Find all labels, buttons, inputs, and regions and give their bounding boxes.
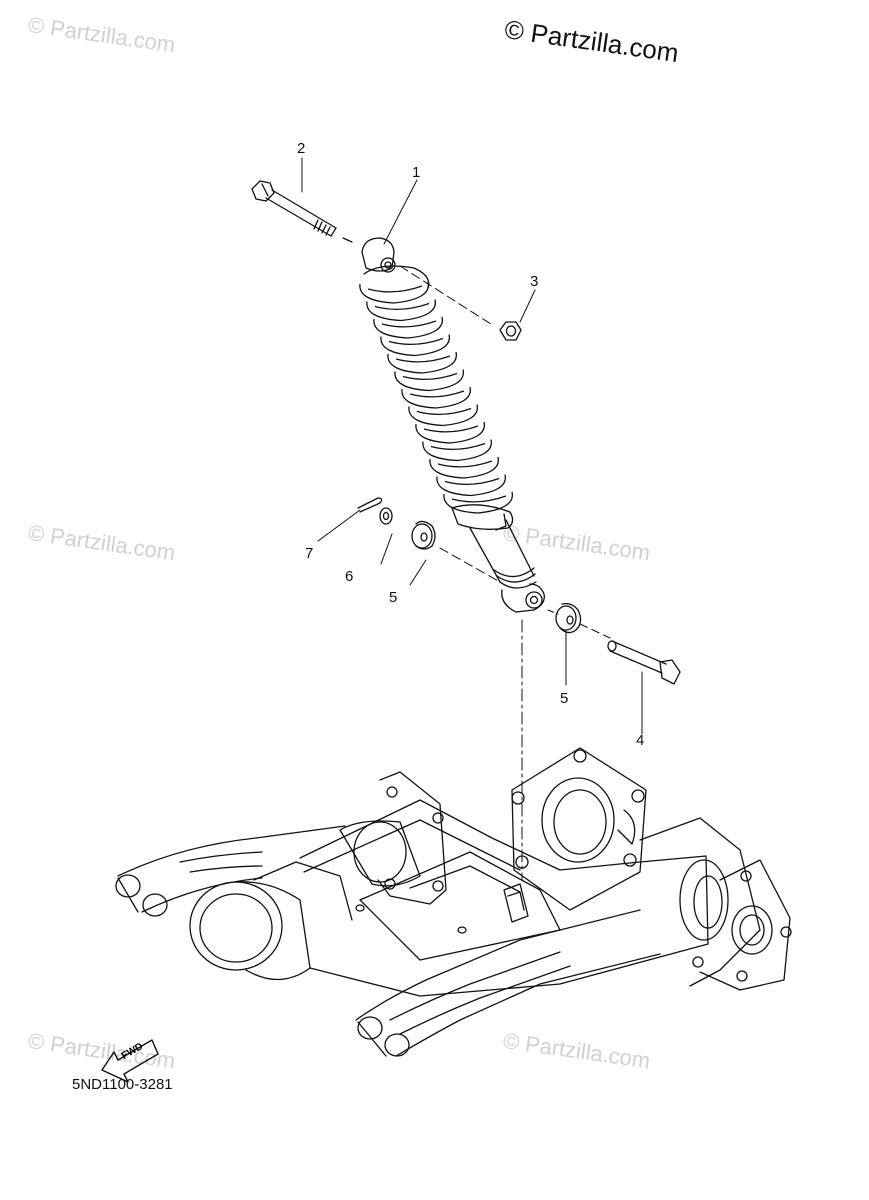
cotter-pin-part-7 [357,497,383,513]
spring-coil-inner [444,477,500,486]
spring-coil [408,404,478,427]
callout-5-right: 5 [560,690,569,707]
leader-lines [301,157,643,881]
spring-coil-inner [374,302,430,311]
callout-3: 3 [530,273,539,290]
spring-coil [436,474,506,497]
spring-coil [366,299,436,322]
spring-coil-inner [402,372,458,381]
spring-coil-inner [395,355,451,363]
spring-coil [443,491,513,514]
callout-5-left: 5 [389,589,398,606]
pin-part-4 [607,640,681,685]
spring-coil-inner [437,460,493,468]
spring-coil-inner [367,285,423,293]
callout-2: 2 [297,140,306,157]
collar-part-5-left [411,520,436,550]
spring-coil-inner [451,495,507,503]
nut-part-3 [499,321,522,341]
callout-7: 7 [305,545,314,562]
spring-coil-inner [416,407,472,416]
collar-part-5-right [555,602,582,634]
assembly-dash [342,237,353,243]
callout-1: 1 [412,164,421,181]
spring-coil [401,386,471,409]
spring-coil [380,334,450,357]
spring-coil [359,281,429,304]
washer-part-6 [379,507,393,525]
shock-absorber-part-1 [361,237,545,613]
spring-coil [422,439,492,462]
spring-coil-inner [430,442,486,451]
spring-coil [394,369,464,392]
spring-coil [373,316,443,339]
spring-coil-inner [423,425,479,433]
diagram-code: 5ND1100-3281 [72,1076,173,1093]
fwd-direction-arrow [101,1039,159,1083]
spring-coil [415,421,485,444]
bolt-part-2 [251,180,337,237]
callout-6: 6 [345,568,354,585]
spring-coil [429,456,499,479]
spring-coil [387,351,457,374]
callout-4: 4 [636,732,645,749]
swing-arm [115,747,792,1057]
spring-coil-inner [388,337,444,346]
spring-coil-inner [409,390,465,398]
spring-coil-inner [381,320,437,328]
